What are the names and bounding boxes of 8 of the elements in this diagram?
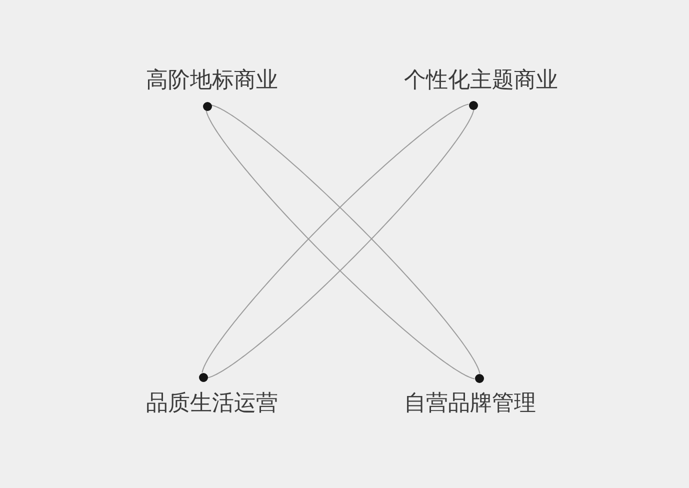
- dot-icon: [474, 374, 484, 382]
- dot-icon: [468, 100, 478, 110]
- corner-label: 自营品牌管理: [404, 391, 536, 417]
- dot-icon: [198, 372, 208, 382]
- corner-label: 品质生活运营: [146, 391, 278, 417]
- corner-label: 高阶地标商业: [146, 68, 278, 94]
- corner-label: 个性化主题商业: [404, 68, 558, 94]
- dot-icon: [202, 102, 212, 110]
